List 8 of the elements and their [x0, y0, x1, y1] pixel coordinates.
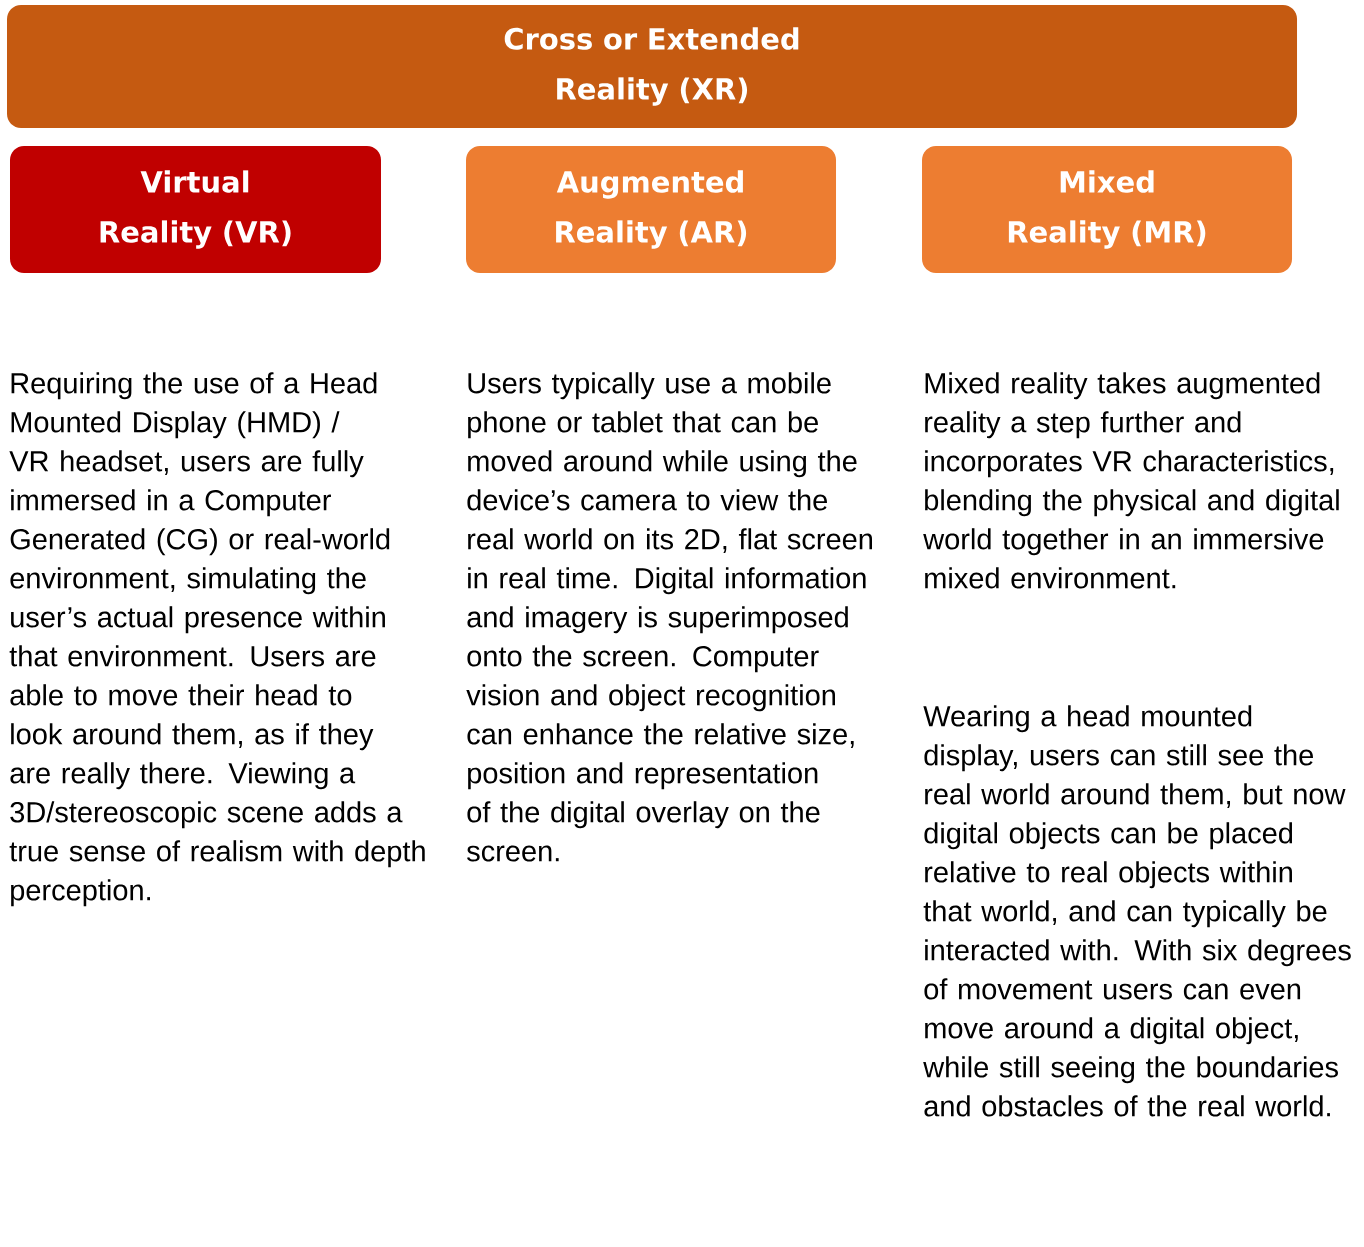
category-box: Mixed Reality (MR) — [922, 146, 1292, 273]
description-text: Requiring the use of a Head Mounted Display (HMD) / VR headset, users are fully immersed in a Computer Generated (CG) or real-world environment, simulating the user’s actual presence within that environment. Users are able to move their head to look around them, as if they are really there. Viewing a 3D/stereoscopic scene adds a true sense of realism with depth perception. — [9, 372, 425, 907]
description-text: Mixed reality takes augmented reality a step further and incorporates VR characteristics, blending the physical and digital world together in an immersive mixed environment. — [923, 372, 1339, 589]
category-box: Cross or Extended Reality (XR) — [7, 5, 1297, 128]
description-text: Wearing a head mounted display, users can still see the real world around them, but now digital objects can be placed relative to real objects within that world, and can typically be interacted with. With six degrees of movement users can even move around a digital object, while still seeing the boundaries and obstacles of the real world. — [923, 705, 1351, 1117]
description-text: Users typically use a mobile phone or tablet that can be moved around while using the device’s camera to view the real world on its 2D, flat screen in real time. Digital information and imagery is superimposed onto the screen. Computer vision and object recognition can enhance the relative size, position and representation of the digital overlay on the screen. — [466, 372, 872, 862]
category-box: Augmented Reality (AR) — [466, 146, 836, 273]
category-box: Virtual Reality (VR) — [10, 146, 381, 273]
